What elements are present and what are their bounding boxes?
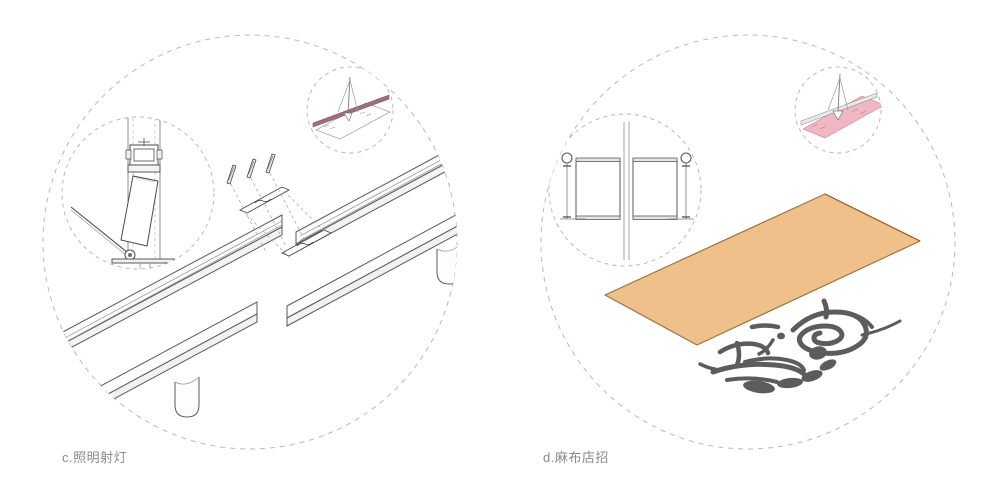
- inset-d-frame-detail: [548, 113, 702, 267]
- panel-d-caption: d.麻布店招: [543, 450, 609, 465]
- splice-plate-lower: [280, 229, 333, 257]
- assembly-dashed-guides: [230, 172, 328, 259]
- panel-c-dashed-circle: [42, 34, 458, 450]
- upper-track-rail: [295, 139, 457, 253]
- inset-c-light-detail: [61, 116, 215, 270]
- inset-c-ceiling-detail: [306, 66, 394, 154]
- panel-c-caption: c.照明射灯: [62, 450, 128, 465]
- panel-d-dashed-circle: [540, 34, 956, 450]
- spotlight-body-left: [174, 376, 200, 418]
- inset-d-ceiling-detail: [794, 66, 882, 154]
- calligraphy-mark: [698, 298, 902, 394]
- linen-banner: [604, 193, 921, 346]
- fixing-screws: [226, 153, 276, 185]
- lower-track-rail: [43, 214, 283, 363]
- left-rail-with-luminaire: [94, 301, 258, 418]
